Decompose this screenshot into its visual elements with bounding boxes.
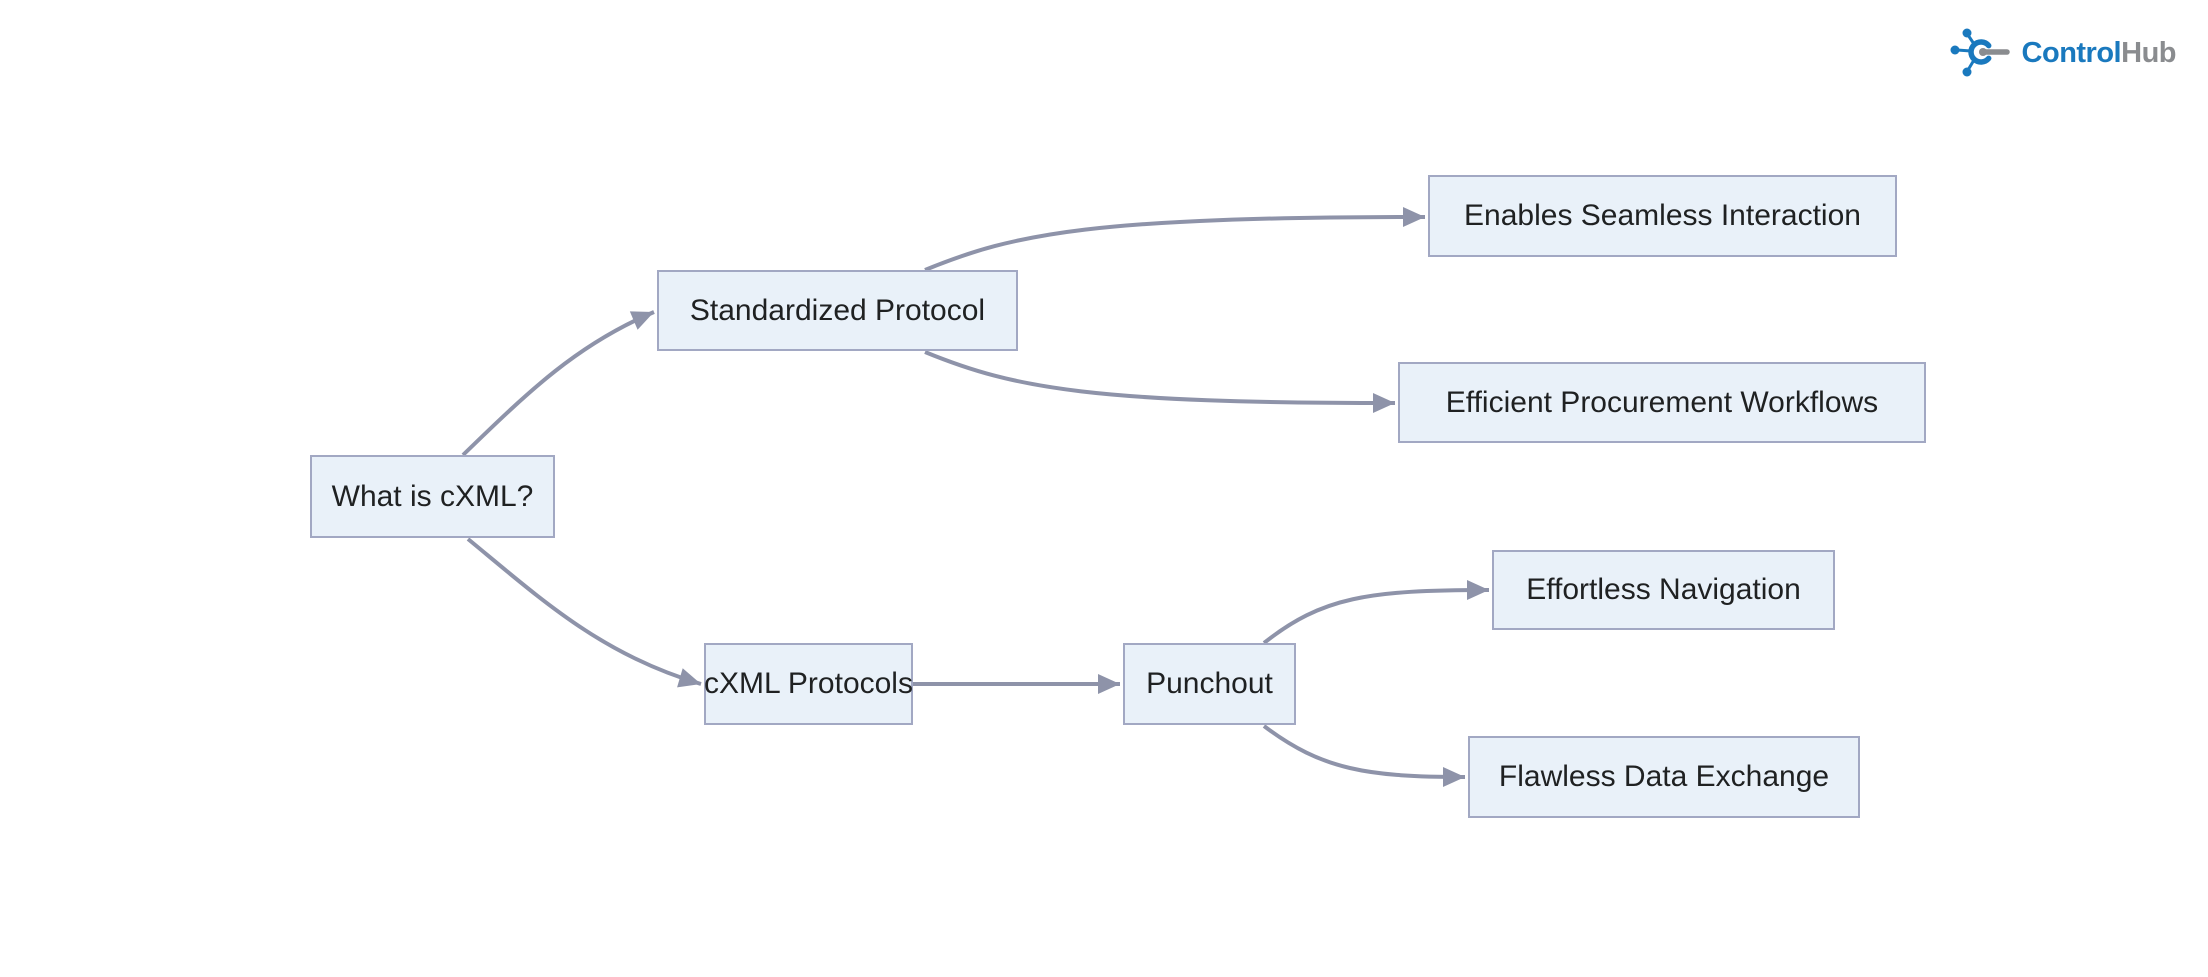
node-flawless-data-exchange: Flawless Data Exchange — [1468, 736, 1860, 818]
controlhub-logo: ControlHub — [1950, 28, 2176, 78]
edge-root-to-standardized-protocol — [461, 310, 655, 457]
edge-punchout-to-flawless-data-exchange — [1262, 724, 1466, 787]
node-label: Flawless Data Exchange — [1498, 760, 1830, 793]
node-label: Punchout — [1146, 667, 1273, 700]
controlhub-wordmark: ControlHub — [2021, 36, 2177, 69]
brand-name-secondary: Hub — [2121, 36, 2176, 69]
controlhub-molecule-plug-icon — [1950, 28, 2010, 77]
node-efficient-procurement-workflows: Efficient Procurement Workflows — [1398, 362, 1926, 443]
node-label: Efficient Procurement Workflows — [1445, 385, 1879, 419]
node-punchout: Punchout — [1123, 643, 1296, 725]
node-label: cXML Protocols — [704, 667, 913, 700]
node-standardized-protocol: Standardized Protocol — [657, 270, 1018, 351]
node-what-is-cxml: What is cXML? — [310, 455, 555, 538]
node-effortless-navigation: Effortless Navigation — [1492, 550, 1835, 630]
node-label: Enables Seamless Interaction — [1464, 199, 1861, 232]
node-label: Standardized Protocol — [689, 293, 986, 327]
node-cxml-protocols: cXML Protocols — [704, 643, 913, 725]
edge-punchout-to-effortless-navigation — [1262, 580, 1490, 645]
edge-standardized-to-seamless-interaction — [924, 207, 1426, 272]
edge-root-to-cxml-protocols — [466, 537, 702, 688]
node-label: Effortless Navigation — [1526, 573, 1801, 606]
edge-standardized-to-procurement-workflows — [924, 350, 1396, 413]
node-label: What is cXML? — [331, 479, 534, 513]
brand-name-primary: Control — [2021, 36, 2122, 69]
node-enables-seamless-interaction: Enables Seamless Interaction — [1428, 175, 1897, 257]
